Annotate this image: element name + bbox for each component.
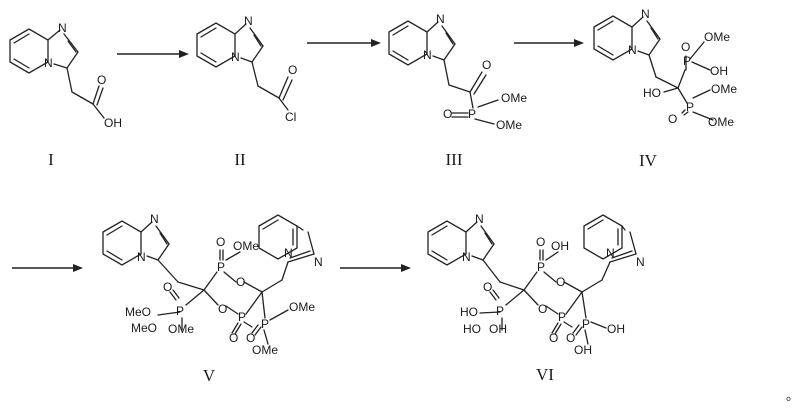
compound-V-atom-pco: O (163, 280, 172, 294)
compound-I-atom-n1: N (58, 21, 67, 35)
compound-VI-atom-pcoh1: HO (460, 305, 478, 319)
compound-IV-atom-p1oh: OH (710, 64, 728, 78)
compound-I-atom-oh: OH (104, 116, 122, 130)
compound-I-label: I (48, 150, 54, 169)
compound-V-atom-pdome2: OMe (168, 322, 194, 336)
compound-V-atom-pcome1: MeO (125, 305, 151, 319)
reaction-arrow-3 (514, 39, 584, 47)
compound-IV-atom-p2ome1: OMe (711, 82, 737, 96)
compound-VI-structure: N N N N P O OH O O P O OH P O HO HO P O … (427, 212, 645, 357)
compound-I-structure: N N O OH (9, 21, 122, 130)
compound-V-atom-pcome2: MeO (131, 321, 157, 335)
compound-V-atom-ro1: O (236, 275, 245, 289)
compound-III-atom-o1: O (482, 58, 491, 72)
reaction-arrow-5 (340, 264, 411, 272)
compound-VI-label: VI (536, 365, 554, 384)
compound-IV-structure: N N P O OMe OH HO P O OMe OMe (593, 7, 737, 129)
compound-III-atom-po: O (443, 107, 452, 121)
compound-VI-atom-pc: P (496, 304, 504, 318)
compound-V-atom-n2: N (137, 250, 146, 264)
compound-III-atom-n2: N (423, 48, 432, 62)
compound-VI-atom-pd: P (582, 317, 590, 331)
compound-III-atom-n1: N (436, 12, 445, 26)
compound-VI-atom-ro1: O (556, 275, 565, 289)
compound-VI-atom-n4: N (636, 255, 645, 269)
compound-VI-atom-pa: P (537, 260, 545, 274)
compound-IV-atom-p2: P (686, 100, 694, 114)
compound-VI-atom-n1: N (475, 212, 484, 226)
reaction-arrow-4 (12, 264, 83, 272)
compound-IV-label: IV (639, 151, 658, 170)
compound-IV-atom-n1: N (641, 7, 650, 21)
compound-VI-atom-pboh: OH (574, 343, 592, 357)
compound-V-atom-pc: P (176, 304, 184, 318)
reaction-arrow-2 (307, 39, 381, 47)
compound-V-atom-pdo: O (246, 331, 255, 345)
reaction-arrow-1 (117, 50, 189, 58)
compound-VI-atom-pdoh1: OH (607, 322, 625, 336)
trailing-period-mark: 。 (786, 389, 799, 404)
compound-II-atom-n1: N (244, 14, 253, 28)
compound-III-structure: N N O P O OMe OMe (388, 12, 527, 132)
compound-IV-atom-p1ome: OMe (704, 30, 730, 44)
compound-V-atom-paome: OMe (233, 239, 259, 253)
compound-I-atom-n2: N (44, 56, 53, 70)
compound-IV-atom-n2: N (628, 43, 637, 57)
compound-VI-atom-paoh: OH (551, 239, 569, 253)
compound-V-atom-pbome: OMe (252, 343, 278, 357)
compound-II-structure: N N O Cl (196, 14, 297, 124)
compound-III-atom-ome2: OMe (496, 118, 522, 132)
compound-III-atom-ome1: OMe (501, 91, 527, 105)
compound-III-label: III (446, 150, 463, 169)
compound-IV-atom-ho: HO (643, 86, 661, 100)
compound-VI-atom-pao: O (536, 235, 545, 249)
compound-IV-atom-p1o: O (681, 40, 690, 54)
compound-IV-atom-p1: P (683, 54, 691, 68)
compound-II-label: II (234, 150, 246, 169)
compound-V-atom-pao: O (216, 235, 225, 249)
compound-V-atom-n3: N (284, 246, 293, 260)
compound-II-atom-o1: O (288, 63, 297, 77)
compound-V-atom-pd: P (261, 317, 269, 331)
compound-VI-atom-pdo: O (566, 331, 575, 345)
compound-VI-atom-n3: N (606, 246, 615, 260)
compound-V-structure: N N N N P O OMe O O P O OMe P O MeO MeO … (102, 212, 323, 357)
compound-V-atom-pa: P (217, 260, 225, 274)
compound-VI-atom-pbo: O (549, 331, 558, 345)
compound-V-atom-n1: N (150, 212, 159, 226)
compound-V-atom-ro2: O (218, 302, 227, 316)
compound-VI-atom-pco: O (483, 280, 492, 294)
compound-II-atom-cl: Cl (285, 110, 296, 124)
compound-V-label: V (203, 366, 216, 385)
compound-VI-atom-pb: P (558, 310, 566, 324)
compound-V-atom-pb: P (238, 310, 246, 324)
compound-IV-atom-p2o: O (668, 112, 677, 126)
compound-V-atom-pdome1: OMe (289, 300, 315, 314)
compound-VI-atom-ro2: O (538, 302, 547, 316)
compound-IV-atom-p2ome2: OMe (708, 115, 734, 129)
compound-III-atom-p: P (468, 107, 476, 121)
compound-VI-atom-pdoh2: OH (489, 322, 507, 336)
compound-VI-atom-n2: N (462, 250, 471, 264)
compound-VI-atom-pcoh2: HO (463, 322, 481, 336)
compound-V-atom-pbo: O (229, 331, 238, 345)
compound-V-atom-n4: N (314, 255, 323, 269)
compound-II-atom-n2: N (231, 50, 240, 64)
compound-I-atom-o1: O (97, 73, 106, 87)
